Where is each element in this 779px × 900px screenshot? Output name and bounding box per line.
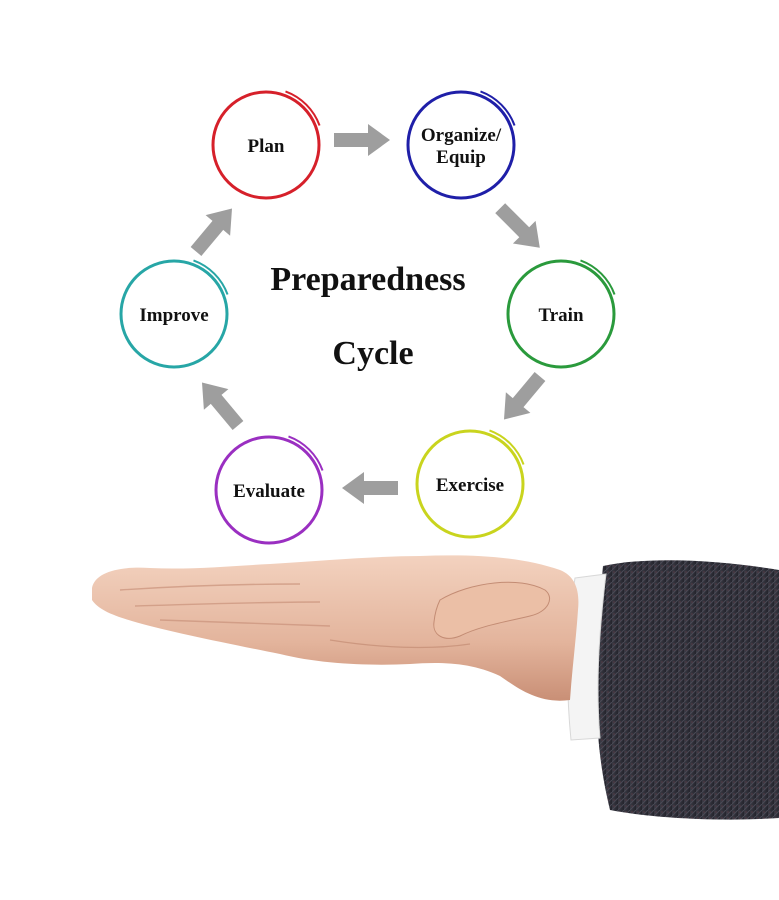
node-plan: Plan	[211, 90, 321, 200]
node-circle-improve	[119, 259, 229, 369]
diagram-title: Preparedness Cycle	[270, 261, 465, 372]
node-circle-exercise	[415, 429, 525, 539]
node-label-organize-line-1: Organize/	[421, 125, 502, 146]
open-palm-hand	[92, 555, 579, 701]
node-exercise: Exercise	[415, 429, 525, 539]
node-train: Train	[506, 259, 616, 369]
node-improve: Improve	[119, 259, 229, 369]
node-stroke-tail-plan	[285, 90, 321, 126]
hand-illustration	[92, 555, 779, 820]
node-circle-plan	[211, 90, 321, 200]
arrow-evaluate-to-improve	[202, 382, 244, 430]
node-stroke-tail-organize	[480, 90, 516, 126]
node-label-evaluate: Evaluate	[233, 481, 305, 502]
arrow-exercise-to-evaluate	[342, 472, 398, 504]
node-label-organize-line-2: Equip	[436, 147, 486, 168]
finger-lines	[119, 583, 331, 627]
arrow-improve-to-plan	[190, 208, 232, 256]
thumb	[433, 581, 550, 639]
node-circle-train	[506, 259, 616, 369]
title-line-2: Cycle	[332, 335, 413, 372]
arrow-train-to-exercise	[504, 372, 546, 420]
arrow-organize-to-train	[495, 203, 540, 248]
node-organize: Organize/Equip	[406, 90, 516, 200]
cycle-arrows	[190, 124, 546, 504]
suit-sleeve	[596, 560, 779, 820]
node-circle-evaluate	[214, 435, 324, 545]
node-label-improve: Improve	[139, 305, 208, 326]
title-line-1: Preparedness	[270, 261, 465, 298]
node-evaluate: Evaluate	[214, 435, 324, 545]
node-stroke-tail-evaluate	[288, 435, 324, 471]
arrow-plan-to-organize	[334, 124, 390, 156]
node-label-plan: Plan	[248, 136, 285, 157]
node-label-exercise: Exercise	[436, 475, 504, 496]
node-circle-organize	[406, 90, 516, 200]
palm-crease	[329, 639, 471, 649]
node-label-train: Train	[538, 305, 583, 326]
node-stroke-tail-improve	[193, 259, 229, 295]
node-stroke-tail-exercise	[489, 429, 525, 465]
node-stroke-tail-train	[580, 259, 616, 295]
